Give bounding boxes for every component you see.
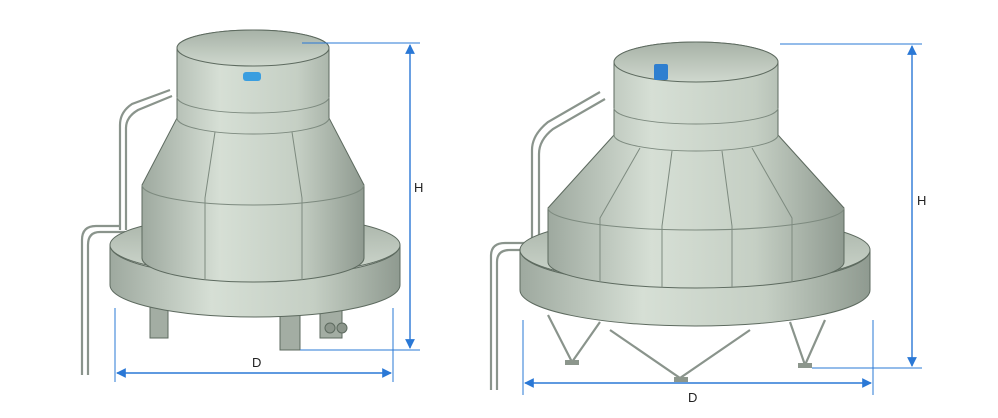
left-cooling-tower <box>80 29 401 375</box>
diameter-label: D <box>688 390 697 405</box>
diameter-label: D <box>252 355 261 370</box>
ladder <box>489 91 606 390</box>
left-dimensions: H D <box>114 42 423 382</box>
fan-opening <box>613 41 779 83</box>
fan-opening <box>176 29 330 67</box>
right-dimensions: H D <box>522 43 926 405</box>
tower-body <box>141 29 365 283</box>
fan-motor-icon <box>654 64 668 80</box>
height-label: H <box>917 193 926 208</box>
height-label: H <box>414 180 423 195</box>
right-cooling-tower <box>489 41 871 390</box>
ladder <box>80 88 173 375</box>
fan-motor-icon <box>243 72 261 81</box>
